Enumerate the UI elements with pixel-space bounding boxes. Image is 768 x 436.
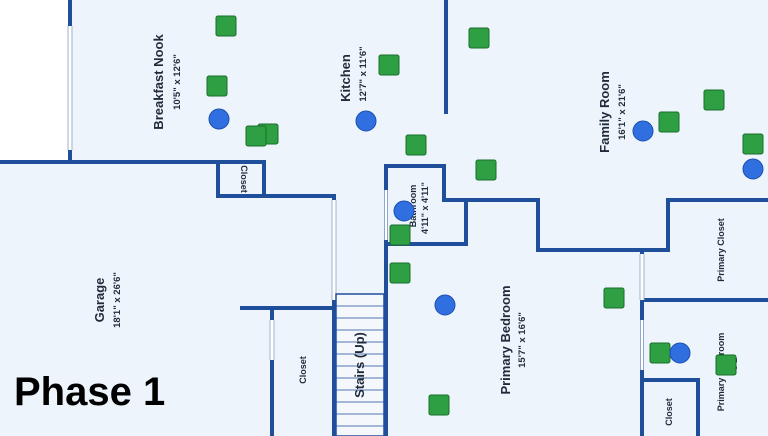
phase-label: Phase 1 <box>14 370 166 414</box>
green-marker[interactable] <box>658 111 680 133</box>
green-marker[interactable] <box>405 134 427 156</box>
green-marker[interactable] <box>715 354 737 376</box>
breakfast-nook-dims: 10'5" x 12'6" <box>172 54 183 110</box>
green-marker[interactable] <box>378 54 400 76</box>
primary-bedroom-dims: 15'7" x 16'6" <box>517 312 528 368</box>
green-marker[interactable] <box>245 125 267 147</box>
powder-room-dims: 4'11" x 4'11" <box>420 182 430 234</box>
blue-markers <box>208 108 764 364</box>
blue-marker[interactable] <box>434 294 456 316</box>
blue-marker[interactable] <box>355 110 377 132</box>
green-marker[interactable] <box>215 15 237 37</box>
green-marker[interactable] <box>428 394 450 416</box>
wall-opening-lines <box>67 26 645 360</box>
green-marker[interactable] <box>603 287 625 309</box>
wall-openings <box>68 26 644 370</box>
green-marker[interactable] <box>389 262 411 284</box>
green-marker[interactable] <box>649 342 671 364</box>
green-marker[interactable] <box>475 159 497 181</box>
green-marker[interactable] <box>389 224 411 246</box>
stairs <box>335 293 385 436</box>
blue-marker[interactable] <box>632 120 654 142</box>
green-marker[interactable] <box>703 89 725 111</box>
garage-name: Garage <box>92 278 107 323</box>
green-markers <box>206 15 764 416</box>
kitchen-name: Kitchen <box>338 54 353 102</box>
breakfast-nook-name: Breakfast Nook <box>151 34 166 130</box>
green-marker[interactable] <box>468 27 490 49</box>
stairs-label: Stairs (Up) <box>352 332 367 398</box>
blue-marker[interactable] <box>669 342 691 364</box>
blue-marker[interactable] <box>742 158 764 180</box>
primary-closet-name: Primary Closet <box>716 218 726 282</box>
green-marker[interactable] <box>206 75 228 97</box>
blue-marker[interactable] <box>208 108 230 130</box>
closet-bottom-name: Closet <box>664 398 674 426</box>
garage-dims: 18'1" x 26'6" <box>112 272 123 328</box>
kitchen-dims: 12'7" x 11'6" <box>358 46 369 101</box>
primary-bedroom-name: Primary Bedroom <box>498 285 513 394</box>
family-room-name: Family Room <box>597 71 612 153</box>
green-marker[interactable] <box>742 133 764 155</box>
outside-area <box>0 0 68 162</box>
blue-marker[interactable] <box>393 200 415 222</box>
closet-top-name: Closet <box>239 165 249 193</box>
family-room-dims: 16'1" x 21'6" <box>617 84 628 140</box>
closet-left-name: Closet <box>298 356 308 384</box>
